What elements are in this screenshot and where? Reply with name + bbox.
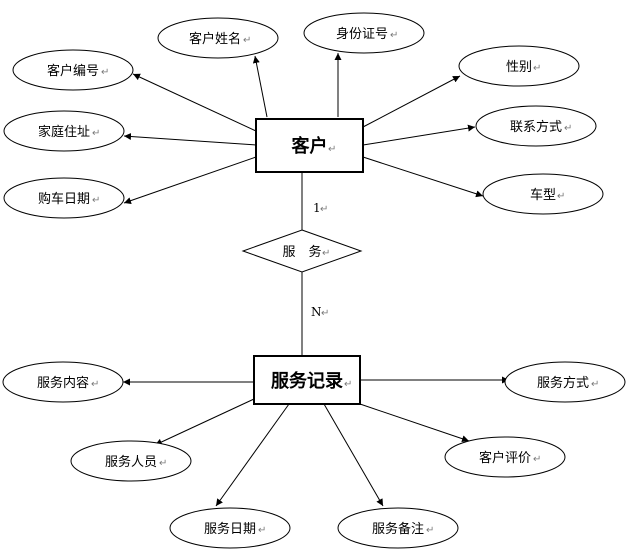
svg-text:家庭住址: 家庭住址 [38, 124, 90, 140]
attr-service-staff[interactable]: 服务人员 ↵ [70, 440, 192, 482]
cardinality-one-label: 1 [313, 201, 321, 215]
svg-text:↵: ↵ [322, 248, 330, 259]
svg-text:↵: ↵ [564, 123, 572, 134]
svg-text:性别: 性别 [506, 60, 532, 75]
attr-service-content[interactable]: 服务内容 ↵ [2, 361, 124, 403]
cardinality-many: N ↵ [311, 305, 329, 319]
attr-service-evaluation[interactable]: 客户评价 ↵ [444, 436, 566, 478]
service-relationship[interactable]: 服 务 ↵ [241, 229, 363, 273]
svg-text:车型: 车型 [530, 187, 556, 203]
service-record-entity[interactable]: 服务记录 ↵ [253, 355, 361, 405]
attr-id-number[interactable]: 身份证号 ↵ [303, 12, 425, 54]
svg-text:客户姓名: 客户姓名 [189, 31, 241, 47]
svg-text:↵: ↵ [92, 128, 100, 139]
svg-text:↵: ↵ [390, 30, 398, 41]
svg-text:服务方式: 服务方式 [537, 375, 589, 391]
svg-text:联系方式: 联系方式 [510, 119, 562, 135]
svg-text:↵: ↵ [258, 525, 266, 536]
svg-text:↵: ↵ [101, 67, 109, 78]
svg-text:服务内容: 服务内容 [37, 375, 89, 391]
edge-purchase-date [123, 156, 257, 205]
attr-customer-id[interactable]: 客户编号 ↵ [12, 49, 134, 91]
svg-text:购车日期: 购车日期 [38, 191, 90, 207]
svg-text:↵: ↵ [92, 195, 100, 206]
svg-text:↵: ↵ [533, 63, 541, 74]
svg-text:↵: ↵ [533, 454, 541, 465]
svg-text:客户编号: 客户编号 [47, 63, 99, 79]
attr-customer-name[interactable]: 客户姓名 ↵ [157, 17, 279, 59]
svg-text:↵: ↵ [320, 204, 328, 215]
customer-entity-label: 客户 [292, 135, 328, 157]
attr-service-method[interactable]: 服务方式 ↵ [504, 361, 626, 403]
service-edges [123, 376, 509, 507]
relationship-label: 服 务 [282, 244, 321, 260]
svg-text:服务备注: 服务备注 [372, 521, 424, 537]
edge-service-staff [154, 398, 255, 446]
svg-text:↵: ↵ [91, 379, 99, 390]
svg-text:↵: ↵ [328, 144, 336, 155]
edge-service-date [215, 403, 290, 507]
svg-text:身份证号: 身份证号 [336, 26, 388, 42]
svg-text:客户评价: 客户评价 [479, 450, 531, 466]
edge-service-evaluation [359, 403, 470, 443]
attr-car-model[interactable]: 车型 ↵ [482, 173, 604, 215]
edge-service-remarks [323, 403, 384, 507]
edge-contact [362, 124, 476, 146]
svg-text:↵: ↵ [426, 525, 434, 536]
edge-gender [362, 75, 461, 128]
customer-entity[interactable]: 客户 ↵ [255, 118, 364, 173]
service-record-entity-label: 服务记录 [271, 370, 343, 392]
svg-text:↵: ↵ [321, 308, 329, 319]
svg-text:↵: ↵ [344, 379, 352, 390]
attr-service-date[interactable]: 服务日期 ↵ [169, 507, 291, 549]
edge-car-model [362, 156, 484, 198]
edge-customer-id [132, 73, 257, 132]
svg-text:服务日期: 服务日期 [204, 521, 256, 537]
attr-service-remarks[interactable]: 服务备注 ↵ [337, 507, 459, 549]
cardinality-one: 1 ↵ [313, 201, 328, 215]
attr-contact[interactable]: 联系方式 ↵ [475, 105, 597, 147]
svg-text:↵: ↵ [243, 35, 251, 46]
edge-address [123, 132, 257, 146]
svg-text:↵: ↵ [591, 379, 599, 390]
edge-customer-name [252, 55, 268, 118]
attr-address[interactable]: 家庭住址 ↵ [3, 110, 125, 152]
customer-edges [123, 53, 484, 205]
attr-gender[interactable]: 性别 ↵ [458, 45, 580, 87]
attr-purchase-date[interactable]: 购车日期 ↵ [3, 177, 125, 219]
cardinality-many-label: N [311, 305, 322, 319]
svg-text:↵: ↵ [557, 191, 565, 202]
svg-text:↵: ↵ [159, 458, 167, 469]
svg-text:服务人员: 服务人员 [105, 454, 157, 470]
